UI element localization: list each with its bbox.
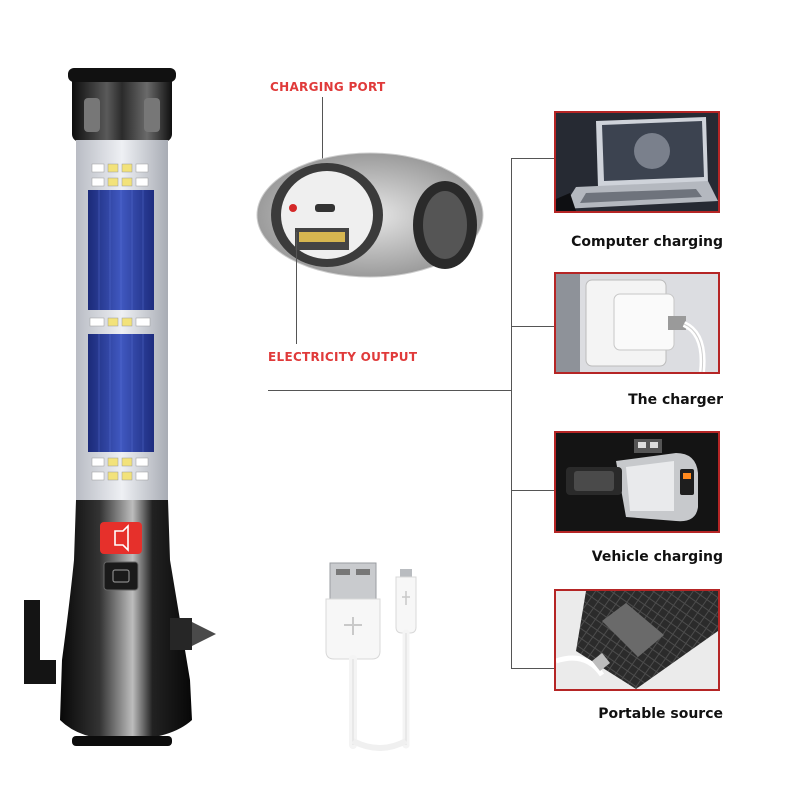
led-strip-bottom [91, 457, 149, 481]
flashlight-grip [60, 500, 192, 740]
caption-computer: Computer charging [571, 234, 723, 250]
micro-usb-connector [400, 569, 412, 577]
window-breaker-tip [188, 620, 216, 648]
usb-cable-illustration [325, 562, 417, 751]
use-thumb-portable [554, 589, 720, 691]
wall-charger-icon [556, 274, 718, 372]
micro-usb-port [315, 204, 335, 212]
bracket-horizontal-line [268, 390, 511, 391]
led-strip-middle [89, 317, 151, 327]
indicator-led [289, 204, 297, 212]
seatbelt-cutter [24, 600, 56, 684]
electricity-output-label: ELECTRICITY OUTPUT [268, 350, 418, 364]
caption-portable: Portable source [598, 706, 723, 722]
power-button [100, 522, 142, 554]
use-thumb-computer [554, 111, 720, 213]
bracket-vertical-line [511, 158, 512, 668]
laptop-icon [556, 113, 718, 211]
use-thumb-charger [554, 272, 720, 374]
port-closeup-image [256, 152, 484, 278]
electricity-output-pointer [296, 232, 297, 344]
mode-button [103, 561, 139, 591]
led-strip-top [91, 163, 149, 187]
speaker-icon [114, 524, 129, 552]
use-thumb-vehicle [554, 431, 720, 533]
power-bank-icon [556, 591, 718, 689]
flashlight-illustration [24, 68, 216, 746]
car-charger-icon [556, 433, 718, 531]
caption-vehicle: Vehicle charging [591, 549, 723, 565]
charging-port-label: CHARGING PORT [270, 80, 386, 94]
charging-port-pointer [322, 97, 323, 197]
usb-a-connector [329, 562, 377, 600]
caption-charger: The charger [628, 392, 723, 408]
